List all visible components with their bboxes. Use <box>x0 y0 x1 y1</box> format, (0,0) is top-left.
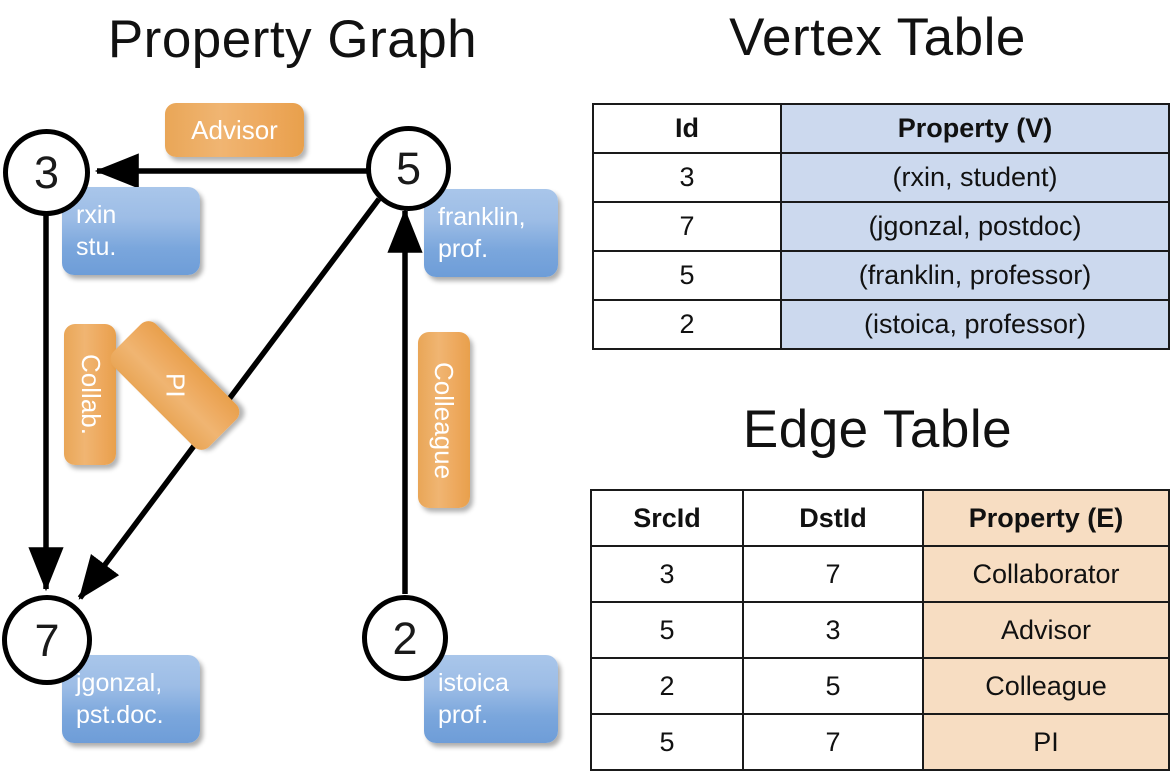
edge-label-colleague-text: Colleague <box>429 361 460 479</box>
edge-row-2-dst: 5 <box>742 657 924 715</box>
graph-node-5[interactable]: 5 <box>366 126 451 211</box>
graph-node-3-label: 3 <box>33 147 60 198</box>
edge-row-0-property: Collaborator <box>922 545 1170 603</box>
edge-table: SrcId DstId Property (E) 3 7 Collaborato… <box>590 489 1170 771</box>
table-row[interactable]: 7 (jgonzal, postdoc) <box>592 201 1170 252</box>
vertex-table-header-row: Id Property (V) <box>592 103 1170 154</box>
page-title-edge-table: Edge Table <box>742 400 1013 459</box>
edge-row-1-dst: 3 <box>742 601 924 659</box>
graph-node-5-label: 5 <box>395 143 422 194</box>
graph-node-2[interactable]: 2 <box>362 595 448 681</box>
vertex-property-5-line2: prof. <box>438 235 489 263</box>
property-graph-diagram: Advisor Collab. PI Colleague rxin stu. f… <box>0 0 585 760</box>
edge-row-3-dst: 7 <box>742 713 924 771</box>
vertex-property-2-line1: istoica <box>438 669 509 697</box>
edge-row-0-src: 3 <box>590 545 744 603</box>
graph-node-3[interactable]: 3 <box>3 129 90 216</box>
vertex-row-3-property: (istoica, professor) <box>780 299 1170 350</box>
edge-row-1-property: Advisor <box>922 601 1170 659</box>
vertex-row-0-property: (rxin, student) <box>780 152 1170 203</box>
vertex-row-2-id: 5 <box>592 250 782 301</box>
vertex-row-1-id: 7 <box>592 201 782 252</box>
vertex-row-1-property: (jgonzal, postdoc) <box>780 201 1170 252</box>
vertex-row-3-id: 2 <box>592 299 782 350</box>
table-row[interactable]: 5 7 PI <box>590 713 1170 771</box>
table-row[interactable]: 2 5 Colleague <box>590 657 1170 715</box>
vertex-table-header-id: Id <box>592 103 782 154</box>
vertex-property-box-5: franklin, prof. <box>424 189 558 277</box>
graph-node-7-label: 7 <box>34 614 60 666</box>
edge-table-header-property: Property (E) <box>922 489 1170 547</box>
edge-row-2-property: Colleague <box>922 657 1170 715</box>
table-row[interactable]: 3 7 Collaborator <box>590 545 1170 603</box>
vertex-property-7-line2: pst.doc. <box>76 701 164 729</box>
vertex-property-box-7: jgonzal, pst.doc. <box>62 655 200 743</box>
edge-label-colleague: Colleague <box>418 332 470 508</box>
table-row[interactable]: 3 (rxin, student) <box>592 152 1170 203</box>
edge-row-2-src: 2 <box>590 657 744 715</box>
graph-node-7[interactable]: 7 <box>2 595 92 685</box>
edge-label-collab-text: Collab. <box>75 354 106 435</box>
table-row[interactable]: 5 3 Advisor <box>590 601 1170 659</box>
edge-table-header-row: SrcId DstId Property (E) <box>590 489 1170 547</box>
vertex-property-box-3: rxin stu. <box>62 187 200 275</box>
vertex-property-3-line2: stu. <box>76 233 117 261</box>
vertex-property-2-line2: prof. <box>438 701 489 729</box>
vertex-property-3-line1: rxin <box>76 201 117 229</box>
edge-row-3-property: PI <box>922 713 1170 771</box>
edge-label-pi-text: PI <box>160 373 191 398</box>
vertex-row-0-id: 3 <box>592 152 782 203</box>
edge-label-collab: Collab. <box>64 324 116 465</box>
edge-table-header-dstid: DstId <box>742 489 924 547</box>
vertex-table: Id Property (V) 3 (rxin, student) 7 (jgo… <box>592 103 1170 350</box>
table-row[interactable]: 2 (istoica, professor) <box>592 299 1170 350</box>
vertex-row-2-property: (franklin, professor) <box>780 250 1170 301</box>
vertex-property-7-line1: jgonzal, <box>76 669 163 697</box>
edge-row-0-dst: 7 <box>742 545 924 603</box>
graph-node-2-label: 2 <box>392 612 418 664</box>
table-row[interactable]: 5 (franklin, professor) <box>592 250 1170 301</box>
vertex-property-box-2: istoica prof. <box>424 655 558 743</box>
vertex-table-header-property: Property (V) <box>780 103 1170 154</box>
page-title-vertex-table: Vertex Table <box>729 8 1026 67</box>
edge-label-advisor: Advisor <box>165 103 304 157</box>
edge-row-3-src: 5 <box>590 713 744 771</box>
edge-label-advisor-text: Advisor <box>191 114 278 145</box>
page-title-property-graph: Property Graph <box>107 10 478 69</box>
edge-row-1-src: 5 <box>590 601 744 659</box>
edge-table-header-srcid: SrcId <box>590 489 744 547</box>
vertex-property-5-line1: franklin, <box>438 203 526 231</box>
